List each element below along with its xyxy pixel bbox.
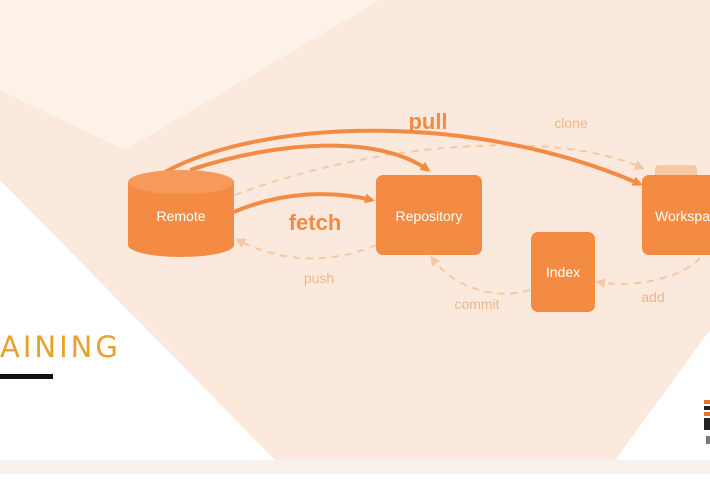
- pull-to-repository-arrow: [189, 143, 431, 172]
- fetch-arrow: [233, 192, 375, 214]
- pull-arrow: [164, 128, 643, 186]
- remote-label: Remote: [156, 208, 205, 224]
- add-label: add: [641, 289, 664, 305]
- pull-label: pull: [408, 109, 447, 134]
- remote-node: [128, 170, 234, 257]
- bottom-strip: [0, 460, 710, 474]
- commit-arrow: [430, 255, 531, 295]
- add-arrow: [595, 257, 701, 289]
- push-arrow: [235, 238, 377, 260]
- brand-logo-icon: [704, 400, 710, 444]
- workspace-node: [642, 175, 710, 255]
- push-label: push: [304, 270, 334, 286]
- clone-label: clone: [554, 115, 588, 131]
- training-heading: AINING: [0, 330, 121, 364]
- fetch-label: fetch: [289, 210, 342, 235]
- workspace-label: Workspa: [655, 208, 710, 224]
- heading-underline: [0, 374, 53, 379]
- white-triangle-right: [615, 330, 710, 460]
- repository-label: Repository: [396, 208, 463, 224]
- index-label: Index: [546, 264, 580, 280]
- repository-node: [376, 175, 482, 255]
- white-triangle-left: [0, 180, 275, 460]
- index-node: [531, 232, 595, 312]
- commit-label: commit: [454, 296, 499, 312]
